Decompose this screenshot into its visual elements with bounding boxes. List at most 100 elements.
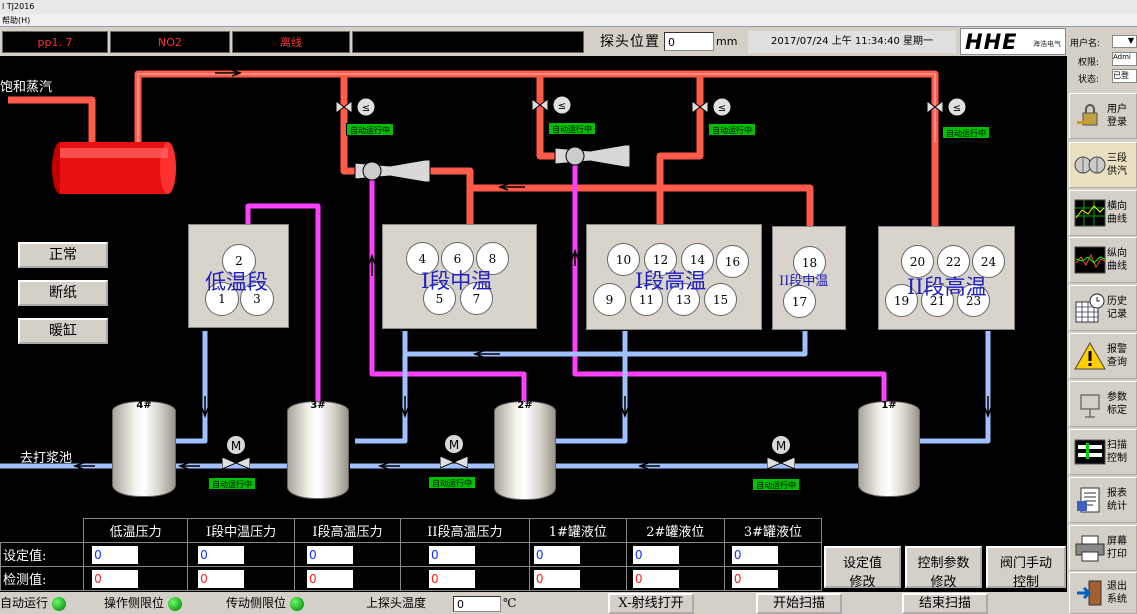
- roll-23: 23: [957, 284, 990, 317]
- drive-limit-indicator: 传动侧限位: [226, 592, 305, 614]
- control-param-modify-button[interactable]: 控制参数 修改: [905, 546, 982, 590]
- probe-temp-value: 0: [453, 596, 501, 612]
- sidebar-btn-scan-line2: 控制: [1107, 453, 1127, 464]
- valve-icon: [440, 456, 468, 468]
- sidebar-btn-report[interactable]: 报表统计: [1069, 477, 1137, 523]
- roll-4: 4: [406, 242, 439, 275]
- auto-run-indicator: 自动运行: [0, 592, 67, 614]
- room-label-low-temp: 低温段: [205, 270, 268, 294]
- sidebar-btn-steam-line1: 三段: [1107, 153, 1127, 164]
- sidebar-btn-calib-line1: 参数: [1107, 392, 1127, 403]
- col-header-ii-high-pressure: II段高温压力: [399, 518, 530, 543]
- sidebar-btn-vcurve-line2: 曲线: [1107, 261, 1127, 272]
- roll-16: 16: [716, 245, 749, 278]
- roll-22: 22: [937, 245, 970, 278]
- sidebar-btn-print-line2: 打印: [1107, 549, 1127, 560]
- motor-valve-3[interactable]: M: [767, 435, 795, 475]
- roll-13: 13: [667, 283, 700, 316]
- warning-icon: [1073, 339, 1107, 373]
- roll-12: 12: [644, 243, 677, 276]
- row-label-setpoint: 设定值:: [0, 542, 85, 567]
- motor-icon: M: [771, 435, 791, 455]
- sidebar-btn-vertical-curve[interactable]: 纵向曲线: [1069, 237, 1137, 283]
- indicator-online-status: 离线: [232, 31, 350, 53]
- end-scan-button[interactable]: 结束扫描: [902, 593, 988, 614]
- steam-label: 饱和蒸汽: [0, 80, 53, 95]
- valve-manual-line1: 阀门手动: [999, 556, 1052, 571]
- mode-warm-button[interactable]: 暖缸: [18, 318, 108, 344]
- window-title: l TJ2016: [2, 2, 35, 11]
- valve-auto-tag-1: 自动运行中: [346, 123, 394, 136]
- roll-10: 10: [607, 243, 640, 276]
- valve-manual-control-button[interactable]: 阀门手动 控制: [986, 546, 1066, 590]
- svg-text:≤: ≤: [953, 103, 961, 114]
- printer-icon: [1073, 531, 1107, 565]
- roll-5: 5: [423, 282, 456, 315]
- process-diagram: ≤ ≤ ≤ ≤ 自动运行中 自动运行中 自动运行中 自动运行中 饱和蒸汽 去打浆…: [0, 56, 1067, 517]
- setpoint-tank1-level[interactable]: 0: [533, 545, 580, 564]
- measured-ii-high-pressure: 0: [428, 569, 475, 588]
- mode-break-button[interactable]: 断纸: [18, 280, 108, 306]
- sidebar-btn-print[interactable]: 屏幕打印: [1069, 525, 1137, 571]
- control-param-line1: 控制参数: [917, 556, 970, 571]
- setpoint-i-high-pressure[interactable]: 0: [307, 545, 353, 564]
- motor-valve-1-auto-tag: 自动运行中: [208, 477, 256, 490]
- sidebar-btn-calibration[interactable]: 参数标定: [1069, 381, 1137, 427]
- sidebar-btn-login[interactable]: 用户登录: [1069, 93, 1137, 139]
- permission-value: Admi: [1112, 52, 1137, 66]
- setpoint-i-mid-pressure[interactable]: 0: [198, 545, 245, 564]
- sidebar-btn-login-line2: 登录: [1107, 117, 1127, 128]
- sidebar-btn-exit[interactable]: 退出系统: [1069, 572, 1137, 614]
- room-label-i-high: I段高温: [635, 269, 707, 293]
- roll-15: 15: [704, 283, 737, 316]
- probe-temp-unit: ℃: [503, 596, 517, 610]
- motor-valve-1[interactable]: M: [222, 435, 250, 475]
- sidebar-btn-horizontal-curve[interactable]: 横向曲线: [1069, 190, 1137, 236]
- setpoint-low-pressure[interactable]: 0: [92, 545, 139, 564]
- user-name-select[interactable]: ▼: [1112, 35, 1137, 48]
- sidebar-btn-exit-line2: 系统: [1107, 594, 1127, 605]
- sidebar-btn-hcurve-line1: 横向: [1107, 201, 1127, 212]
- tank-1: 1#: [858, 400, 920, 497]
- sidebar-btn-login-line1: 用户: [1107, 104, 1127, 115]
- sidebar-btn-report-line1: 报表: [1107, 488, 1127, 499]
- col-header-tank1-level: 1#罐液位: [528, 518, 627, 543]
- roll-17: 17: [783, 285, 816, 318]
- start-scan-button[interactable]: 开始扫描: [756, 593, 842, 614]
- chevron-down-icon: ▼: [1127, 36, 1134, 45]
- piping-layer: ≤ ≤ ≤ ≤: [0, 69, 992, 470]
- drive-limit-label: 传动侧限位: [226, 596, 287, 610]
- setpoint-modify-line2: 修改: [849, 575, 876, 590]
- setpoint-ii-high-pressure[interactable]: 0: [428, 545, 475, 564]
- sidebar-btn-history-line1: 历史: [1107, 296, 1127, 307]
- tank-3-label: 3#: [310, 400, 326, 411]
- sidebar-btn-alarm[interactable]: 报警查询: [1069, 333, 1137, 379]
- menu-bar: 帮助(H): [0, 14, 1137, 27]
- tank-4: 4#: [112, 400, 176, 497]
- sidebar-btn-history[interactable]: 历史记录: [1069, 285, 1137, 331]
- sidebar-btn-scan-control[interactable]: 扫描控制: [1069, 429, 1137, 475]
- valve-auto-tag-2: 自动运行中: [548, 122, 596, 135]
- roll-3: 3: [240, 282, 274, 316]
- menu-help[interactable]: 帮助(H): [2, 16, 31, 25]
- motor-valve-2[interactable]: M: [440, 434, 468, 474]
- sidebar-btn-exit-line1: 退出: [1107, 581, 1127, 592]
- indicator-reel: NO2: [110, 31, 230, 53]
- table-corner: [0, 518, 85, 543]
- parameter-icon: [1073, 387, 1107, 421]
- mode-normal-button[interactable]: 正常: [18, 242, 108, 268]
- setpoint-tank2-level[interactable]: 0: [632, 545, 679, 564]
- setpoint-modify-button[interactable]: 设定值 修改: [824, 546, 901, 590]
- roll-20: 20: [901, 245, 934, 278]
- roll-1: 1: [205, 282, 239, 316]
- window-title-bar: l TJ2016: [0, 0, 1137, 14]
- rolls-icon: [1073, 148, 1107, 182]
- logo-subtext: 海浩电气: [1033, 40, 1061, 48]
- xray-open-button[interactable]: X-射线打开: [608, 593, 694, 614]
- op-limit-indicator: 操作侧限位: [104, 592, 183, 614]
- roll-14: 14: [681, 243, 714, 276]
- setpoint-tank3-level[interactable]: 0: [731, 545, 778, 564]
- sidebar-btn-three-section-steam[interactable]: 三段供汽: [1069, 142, 1137, 188]
- col-header-tank2-level: 2#罐液位: [625, 518, 725, 543]
- svg-text:≤: ≤: [558, 101, 566, 112]
